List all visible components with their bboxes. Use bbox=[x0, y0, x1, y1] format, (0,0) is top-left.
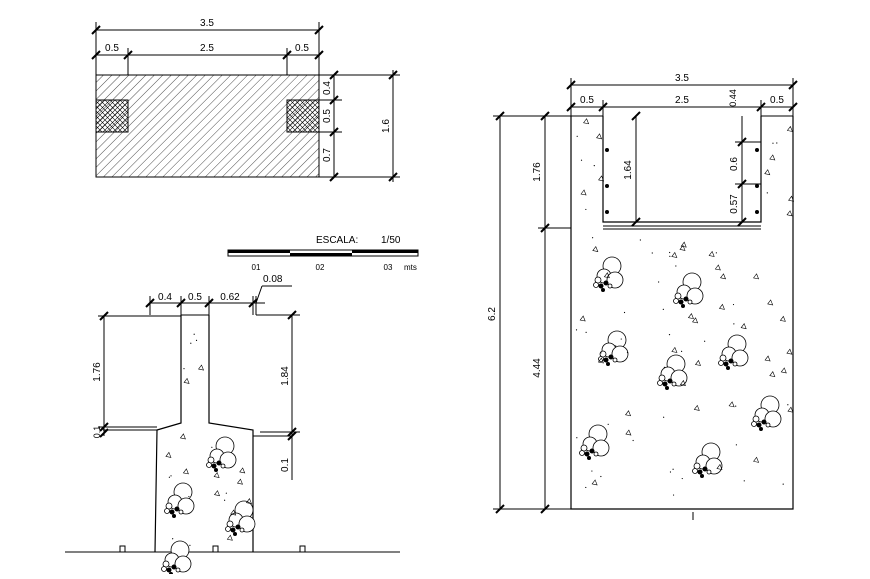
right-dim-step: 0.1 bbox=[280, 458, 291, 472]
left-dim-column: 0.5 bbox=[188, 292, 202, 303]
r-dim-right: 0.5 bbox=[770, 95, 784, 106]
scale-unit: mts bbox=[404, 263, 417, 272]
left-dim-offset: 0.4 bbox=[158, 292, 172, 303]
r-dim-lower: 4.44 bbox=[532, 358, 543, 378]
r-dim-bottom: 0.57 bbox=[729, 194, 740, 214]
r-dim-middle: 2.5 bbox=[675, 95, 689, 106]
r-dim-total: 3.5 bbox=[675, 73, 689, 84]
left-dim-right: 0.62 bbox=[220, 292, 240, 303]
right-dim-height: 1.84 bbox=[280, 366, 291, 386]
right-section: 3.5 0.5 2.5 0.44 0.5 6.2 1.76 4.44 1.64 … bbox=[487, 73, 798, 520]
scale-value: 1/50 bbox=[381, 235, 401, 246]
plan-dim-left: 0.5 bbox=[105, 43, 119, 54]
r-dim-rebar: 0.6 bbox=[729, 157, 740, 171]
plan-view: 3.5 0.5 2.5 0.5 0.4 0.5 0.7 1.6 bbox=[91, 18, 400, 182]
r-dim-cavity: 1.64 bbox=[623, 160, 634, 180]
plan-dim-right: 0.5 bbox=[295, 43, 309, 54]
scale-tick-3: 03 bbox=[384, 263, 393, 272]
scale-label: ESCALA: bbox=[316, 235, 358, 246]
plan-dim-bottom: 0.7 bbox=[322, 148, 333, 162]
scale-tick-2: 02 bbox=[316, 263, 325, 272]
scale-tick-1: 01 bbox=[252, 263, 261, 272]
scale-bar: ESCALA: 1/50 01 02 03 mts bbox=[227, 235, 419, 272]
left-dim-height: 1.76 bbox=[92, 362, 103, 382]
plan-dim-total: 3.5 bbox=[200, 18, 214, 29]
r-dim-height: 6.2 bbox=[487, 307, 498, 321]
column-left bbox=[95, 99, 129, 133]
concrete-speckles bbox=[165, 118, 795, 546]
column-right bbox=[286, 99, 320, 133]
footing-hatch bbox=[95, 74, 320, 178]
plan-dim-middle: 2.5 bbox=[200, 43, 214, 54]
left-footing-outline bbox=[154, 315, 254, 553]
right-footing-outline bbox=[570, 116, 794, 510]
r-dim-left: 0.5 bbox=[580, 95, 594, 106]
plan-dim-width: 1.6 bbox=[381, 119, 392, 133]
left-section: 0.08 0.4 0.5 0.62 1.76 0.1 1.84 0.1 bbox=[65, 274, 400, 577]
left-dim-step: 0.1 bbox=[92, 426, 102, 439]
plan-dim-top: 0.4 bbox=[322, 81, 333, 95]
plan-dim-column: 0.5 bbox=[322, 109, 333, 123]
left-dim-gap: 0.08 bbox=[263, 274, 283, 285]
r-dim-upper: 1.76 bbox=[532, 162, 543, 182]
r-dim-top-step: 0.44 bbox=[728, 89, 738, 107]
